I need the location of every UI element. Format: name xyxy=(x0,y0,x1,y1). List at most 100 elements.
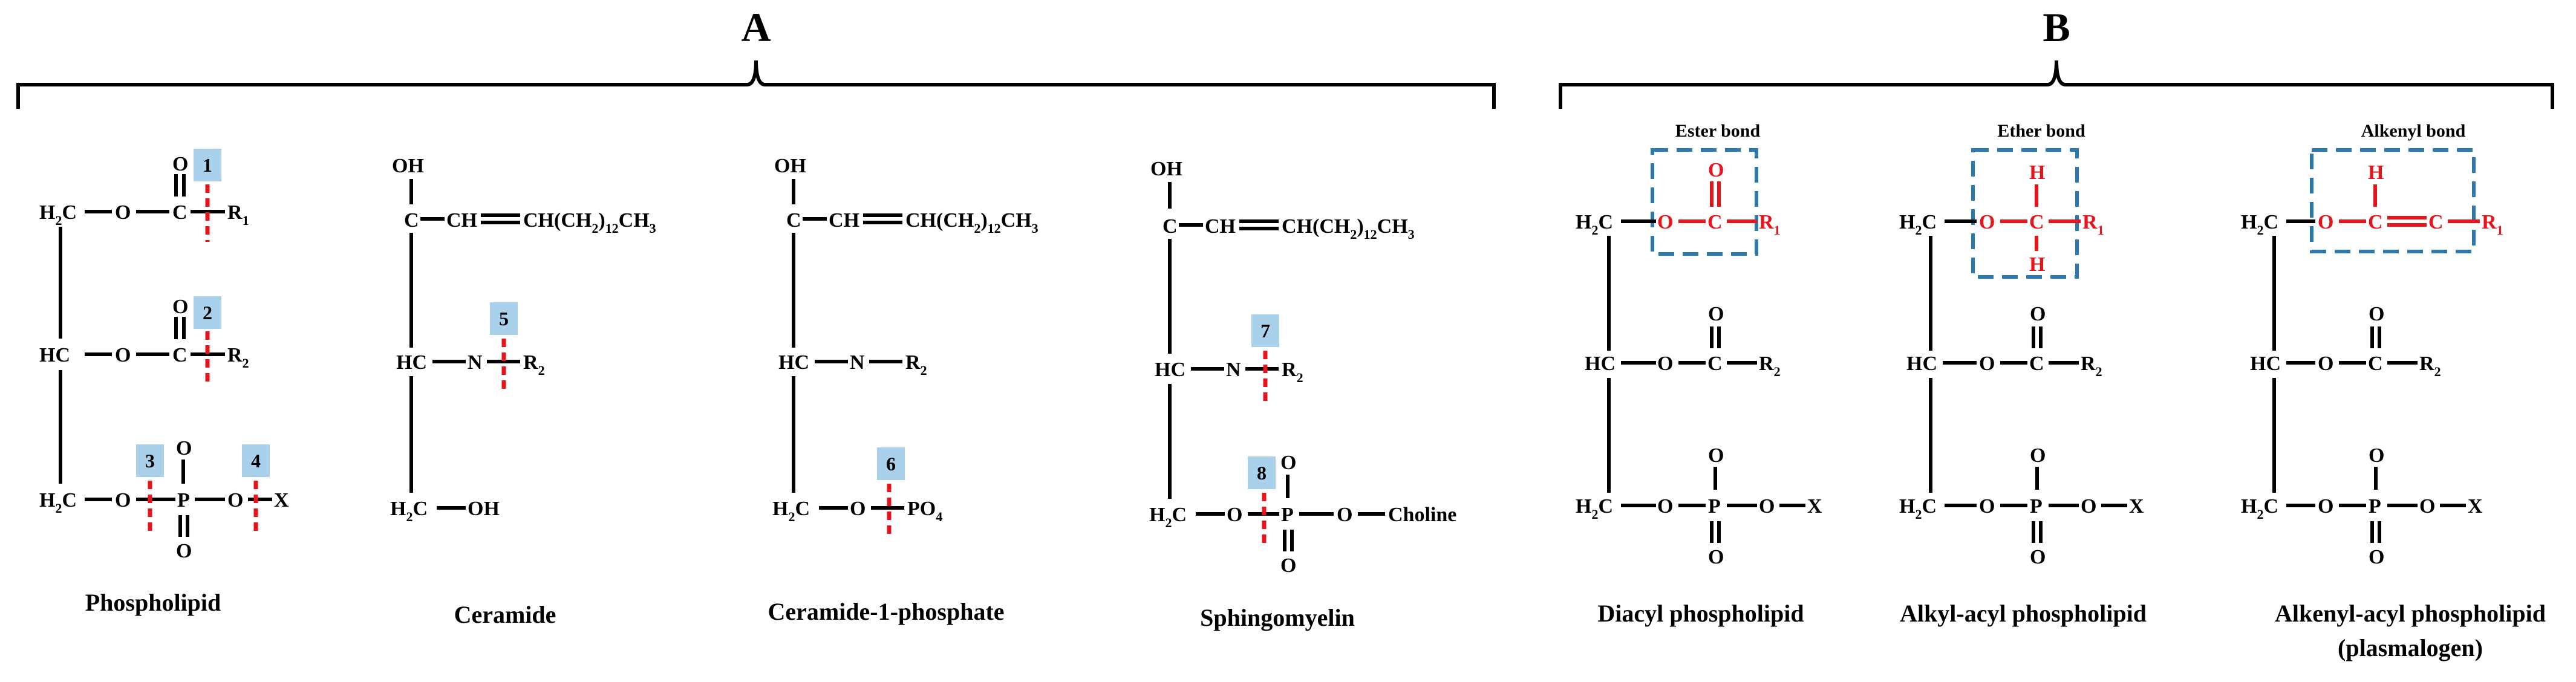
panel-brace-a xyxy=(16,60,1496,109)
atom-r1: R1 xyxy=(1759,211,1781,238)
cleavage-site-badge xyxy=(490,302,518,335)
atom-chain: CH(CH2)12CH3 xyxy=(905,209,1039,236)
structure-diacyl-phospholipid: Ester bond H2C O C O R1 HC O C O R2 H2C … xyxy=(1576,121,1822,627)
structure-name: Phospholipid xyxy=(85,589,221,616)
atom-c: C xyxy=(172,344,187,366)
cleavage-site-badge xyxy=(194,296,221,329)
atom-o: O xyxy=(2369,444,2384,467)
atom-h2c: H2C xyxy=(1576,211,1613,238)
atom-o: O xyxy=(1280,452,1296,474)
atom-o: O xyxy=(1708,303,1724,325)
atom-o: O xyxy=(115,344,131,366)
atom-oh: OH xyxy=(774,155,806,177)
atom-n: N xyxy=(468,351,483,374)
atom-r2: R2 xyxy=(905,351,927,378)
bond-type-label: Alkenyl bond xyxy=(2361,121,2466,141)
atom-o: O xyxy=(115,489,131,511)
atom-p: P xyxy=(177,489,190,511)
atom-h: H xyxy=(2368,161,2384,184)
atom-o: O xyxy=(1979,352,1995,375)
atom-c: C xyxy=(1162,215,1178,238)
atom-o: O xyxy=(176,540,192,562)
structure-ceramide: OH C CH CH(CH2)12CH3 HC N R2 5 H2C OH Ce… xyxy=(390,155,656,628)
structure-alkyl-acyl-phospholipid: Ether bond H2C O C H H R1 HC O C O R2 H2… xyxy=(1899,121,2147,627)
atom-o: O xyxy=(2318,211,2333,233)
atom-o: O xyxy=(1708,159,1724,181)
atom-x: X xyxy=(1807,495,1822,518)
structure-name: Alkyl-acyl phospholipid xyxy=(1900,600,2147,627)
atom-h2c: H2C xyxy=(2241,495,2278,522)
atom-p: P xyxy=(1708,495,1721,518)
atom-o: O xyxy=(2369,546,2384,568)
atom-hc: HC xyxy=(39,344,70,366)
cleavage-site-label: 4 xyxy=(251,450,261,472)
atom-h2c: H2C xyxy=(39,201,77,228)
atom-h2c: H2C xyxy=(1899,495,1937,522)
bond-type-label: Ester bond xyxy=(1675,121,1761,141)
atom-o: O xyxy=(1280,554,1296,577)
cleavage-site-label: 7 xyxy=(1260,320,1270,342)
atom-c: C xyxy=(1707,211,1723,233)
atom-o: O xyxy=(1979,211,1995,233)
cleavage-site-label: 3 xyxy=(145,450,155,472)
atom-c: C xyxy=(404,209,419,232)
atom-o: O xyxy=(2030,303,2046,325)
cleavage-site-label: 1 xyxy=(203,154,212,176)
atom-h2c: H2C xyxy=(2241,211,2278,238)
atom-o: O xyxy=(176,437,192,460)
atom-r2: R2 xyxy=(1759,352,1781,379)
atom-hc: HC xyxy=(778,351,809,374)
atom-n: N xyxy=(850,351,865,374)
cleavage-site-badge xyxy=(877,447,905,480)
structure-sphingomyelin: OH C CH CH(CH2)12CH3 HC N R2 7 H2C O P O… xyxy=(1149,158,1456,631)
structure-name: Ceramide xyxy=(454,601,556,628)
atom-o: O xyxy=(172,153,188,175)
atom-p: P xyxy=(2369,495,2381,518)
highlight-box xyxy=(2310,148,2476,253)
atom-r2: R2 xyxy=(523,351,545,378)
atom-o: O xyxy=(1337,504,1352,526)
atom-r2: R2 xyxy=(2419,352,2441,379)
atom-ch: CH xyxy=(829,209,859,232)
atom-r1: R1 xyxy=(227,201,249,228)
atom-r2: R2 xyxy=(1282,359,1303,385)
atom-o: O xyxy=(2318,495,2333,518)
atom-h2c: H2C xyxy=(39,489,77,516)
atom-o: O xyxy=(227,489,243,511)
atom-o: O xyxy=(850,498,866,520)
atom-o: O xyxy=(1759,495,1775,518)
atom-hc: HC xyxy=(1906,352,1937,375)
cleavage-site-badge xyxy=(242,444,270,477)
structure-phospholipid: H2C O C O R1 1 HC O C O R2 2 H2C O P O xyxy=(39,149,289,616)
atom-x: X xyxy=(2129,495,2144,518)
atom-h2c: H2C xyxy=(772,498,810,524)
atom-o: O xyxy=(1227,504,1242,526)
structure-name: Alkenyl-acyl phospholipid xyxy=(2275,600,2546,627)
atom-h: H xyxy=(2029,161,2045,184)
highlight-box xyxy=(1651,148,1758,256)
atom-oh: OH xyxy=(468,498,500,520)
atom-c: C xyxy=(2029,352,2044,375)
atom-o: O xyxy=(1979,495,1995,518)
atom-h2c: H2C xyxy=(1149,504,1187,530)
bond-type-label: Ether bond xyxy=(1997,121,2085,141)
atom-o: O xyxy=(2081,495,2096,518)
atom-o: O xyxy=(1708,546,1724,568)
atom-c: C xyxy=(1707,352,1723,375)
atom-c: C xyxy=(172,201,187,224)
atom-o: O xyxy=(2419,495,2435,518)
panel-brace-b xyxy=(1559,60,2554,109)
atom-h2c: H2C xyxy=(1899,211,1937,238)
atom-c: C xyxy=(2368,352,2383,375)
atom-p: P xyxy=(2030,495,2043,518)
atom-hc: HC xyxy=(396,351,427,374)
atom-c: C xyxy=(786,209,801,232)
cleavage-site-badge xyxy=(194,149,221,181)
atom-ch: CH xyxy=(1205,215,1236,238)
structure-name: Ceramide-1-phosphate xyxy=(768,598,1004,625)
panel-label-b: B xyxy=(2043,4,2070,50)
atom-x: X xyxy=(2468,495,2483,518)
atom-chain: CH(CH2)12CH3 xyxy=(523,209,656,236)
atom-r2: R2 xyxy=(2081,352,2102,379)
